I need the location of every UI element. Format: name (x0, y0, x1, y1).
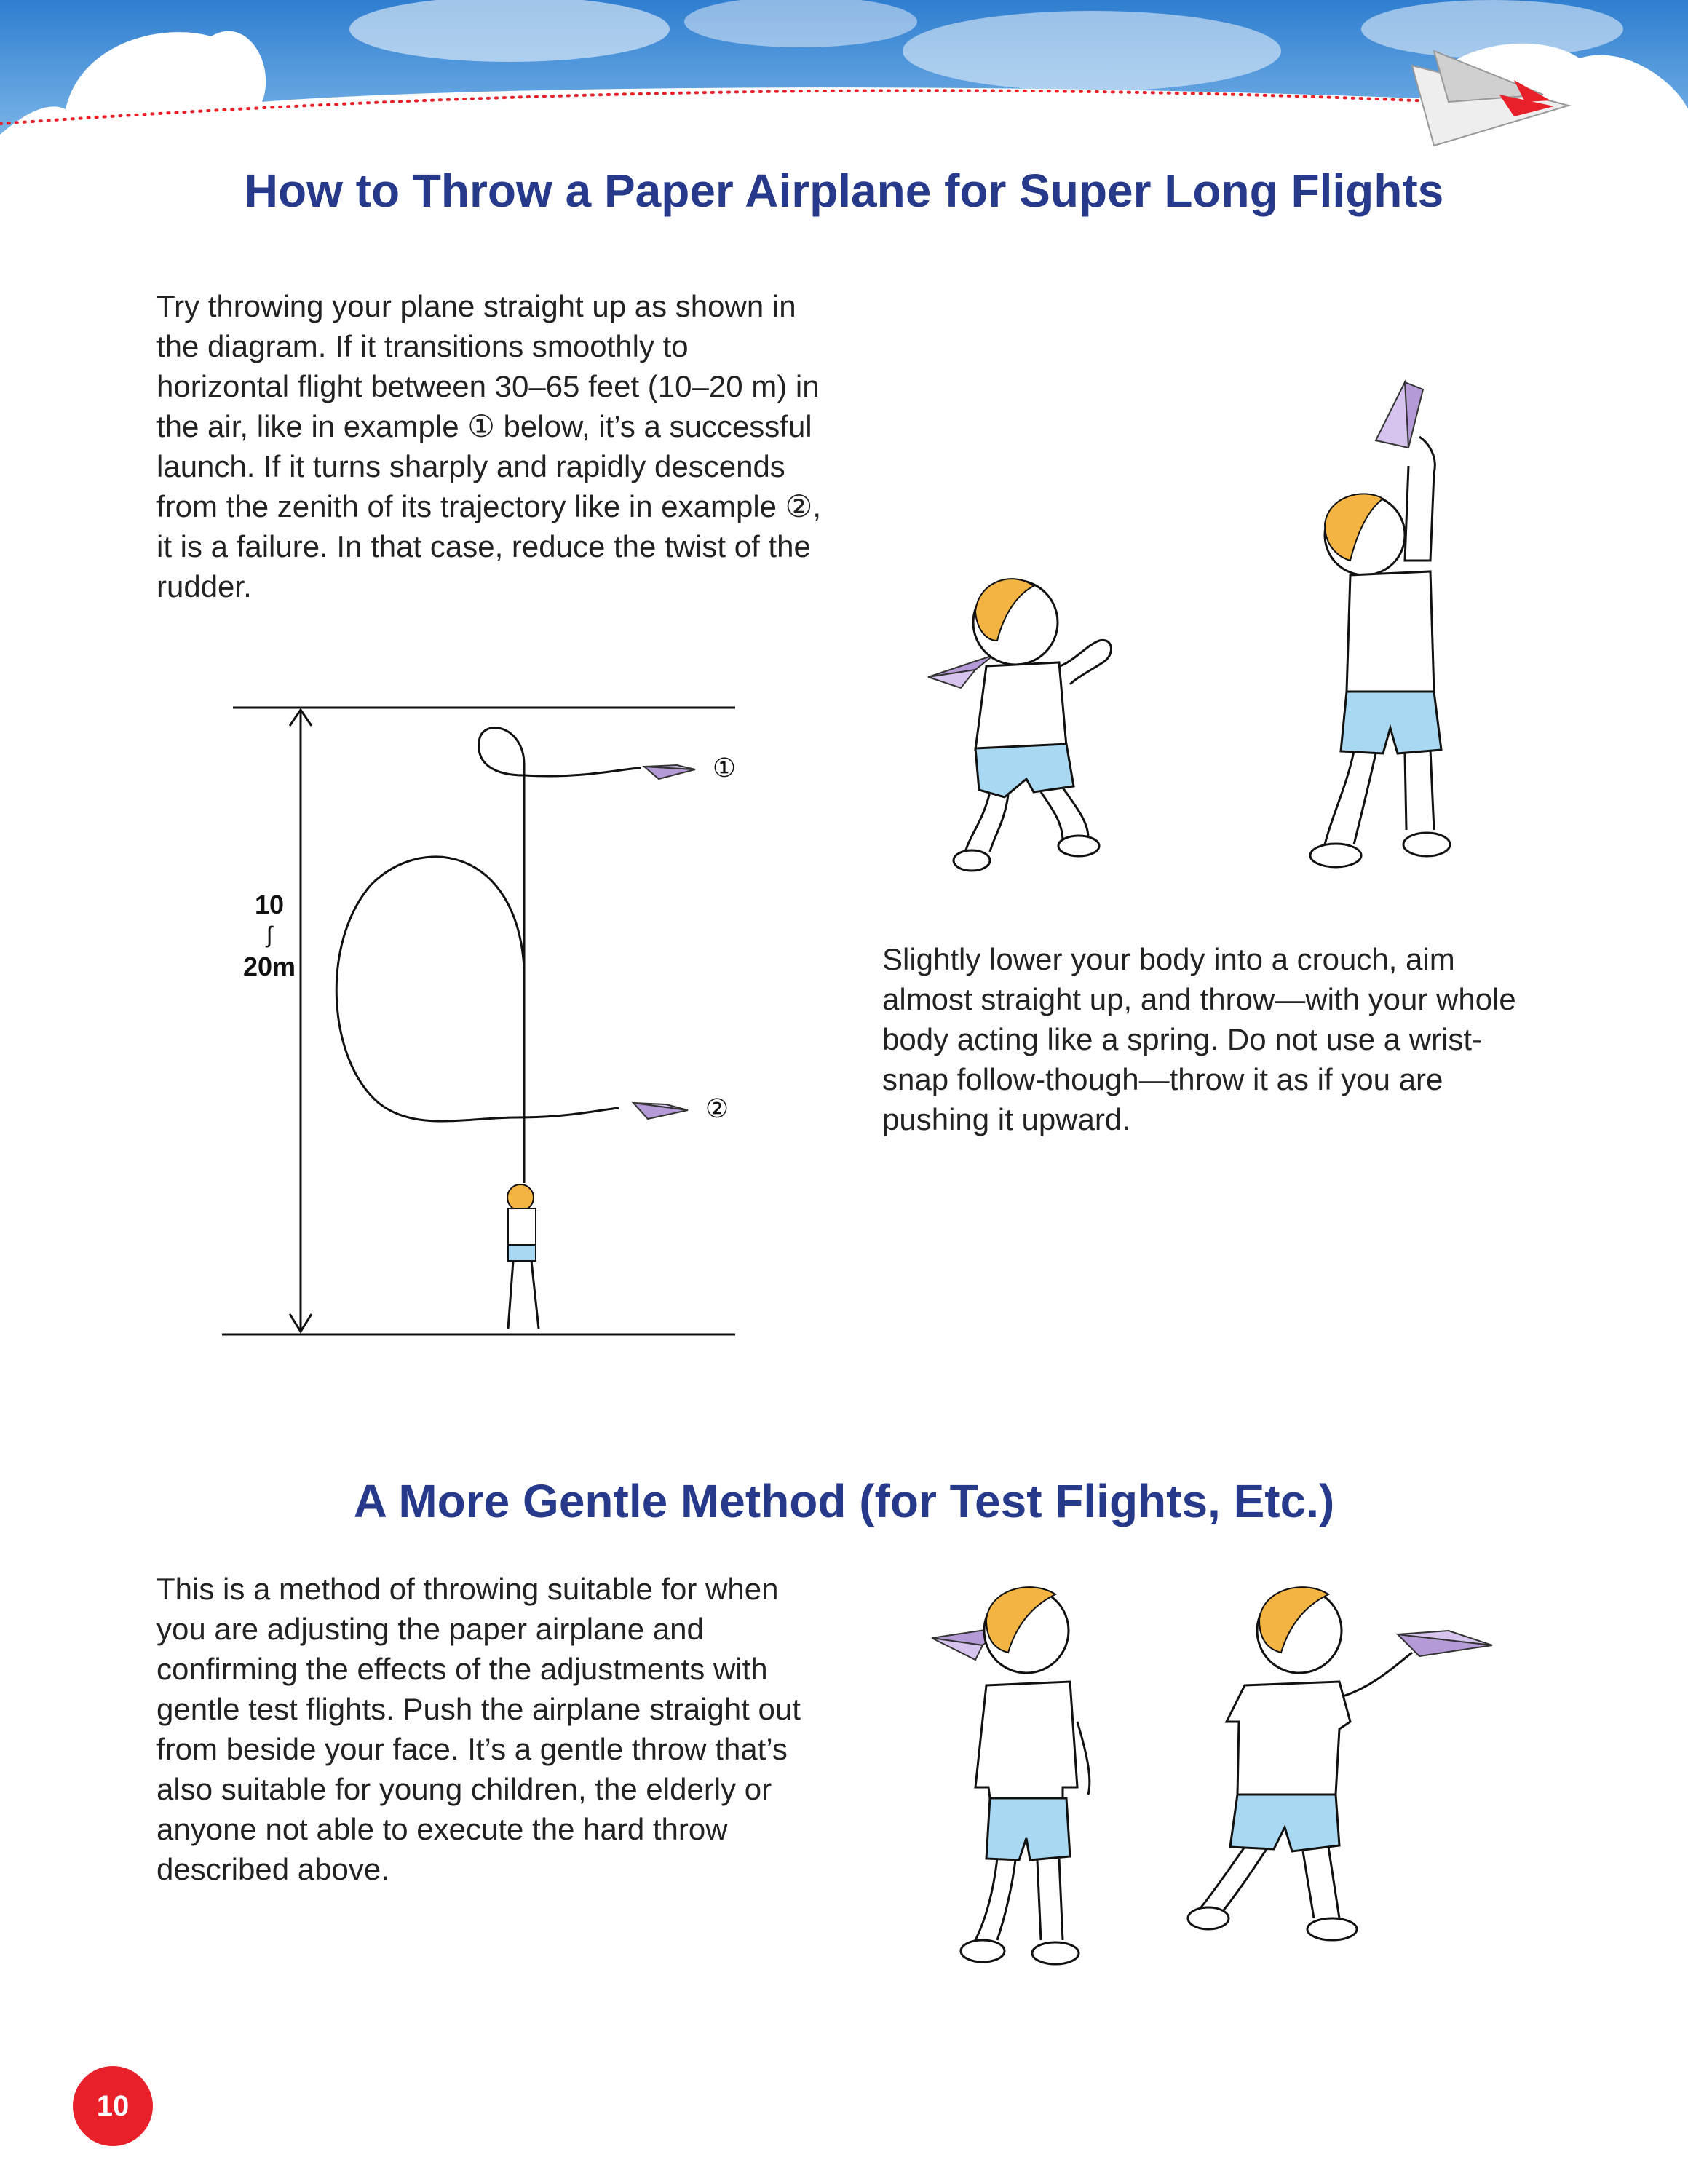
small-child-figure (507, 1168, 540, 1329)
sky-header-banner (0, 0, 1688, 233)
height-label-sep: ʃ (265, 922, 274, 948)
example-2-label: ② (705, 1093, 729, 1123)
child-push-figure (1157, 1576, 1499, 1955)
path-example-2 (335, 855, 619, 1123)
height-label-top: 10 (255, 890, 284, 919)
page-number-badge: 10 (73, 2066, 153, 2146)
flight-path-diagram: 10 ʃ 20m ① ② (211, 695, 764, 1350)
intro-paragraph: Try throwing your plane straight up as s… (156, 289, 822, 604)
page-title: How to Throw a Paper Airplane for Super … (244, 165, 1444, 217)
airplane-logo-icon (1405, 36, 1572, 153)
child-throw-up-figure (1296, 379, 1485, 888)
child-crouch-figure (924, 561, 1143, 881)
example-1-label: ① (713, 753, 736, 783)
crouch-paragraph: Slightly lower your body into a crouch, … (882, 942, 1516, 1136)
path-example-1 (478, 727, 641, 778)
child-hold-figure (924, 1576, 1114, 1977)
gentle-paragraph: This is a method of throwing suitable fo… (156, 1572, 801, 1886)
section-2-title: A More Gentle Method (for Test Flights, … (353, 1475, 1335, 1527)
height-label-bottom: 20m (243, 951, 296, 981)
